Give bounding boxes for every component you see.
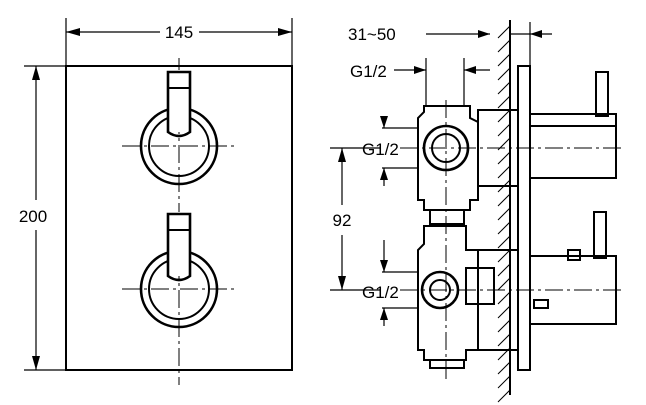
lower-handle: [139, 212, 219, 329]
wall-hatch-line: [497, 123, 511, 137]
wall-hatch-line: [497, 221, 511, 235]
cover-plate-side: [517, 65, 531, 371]
wall-hatch-line: [497, 95, 511, 109]
wall-hatch-line: [497, 207, 511, 221]
lower-handle-side: [529, 211, 617, 325]
upper-valve-body: [417, 105, 519, 225]
wall-hatch-line: [497, 67, 511, 81]
wall-hatch-line: [497, 193, 511, 207]
dimension-width: 145: [65, 18, 293, 66]
dimension-thread-upper-label: G1/2: [362, 140, 399, 159]
wall-hatch-line: [497, 291, 511, 305]
wall-hatch-line: [497, 235, 511, 249]
upper-handle: [139, 70, 219, 186]
wall-hatch-line: [497, 263, 511, 277]
dimension-height-label: 200: [19, 207, 47, 226]
dimension-thread-top-label: G1/2: [350, 62, 387, 81]
side-view: 31~50 G1/2 G1/2: [330, 20, 622, 403]
wall-hatch-line: [497, 109, 511, 123]
wall-hatch-line: [497, 333, 511, 347]
dimension-height: 200: [19, 65, 66, 371]
dimension-spacing-label: 92: [333, 211, 352, 230]
wall-hatch-line: [497, 81, 511, 95]
wall-hatch-line: [497, 277, 511, 291]
wall-hatch-line: [497, 361, 511, 375]
lower-valve-body: [417, 225, 519, 369]
upper-handle-side: [529, 71, 617, 179]
dimension-thread-upper: G1/2: [362, 116, 418, 186]
wall-hatch-line: [497, 319, 511, 333]
wall-hatch-line: [497, 165, 511, 179]
dimension-spacing: 92: [330, 147, 380, 291]
dimension-depth-label: 31~50: [348, 25, 396, 44]
wall-hatch-line: [497, 305, 511, 319]
wall-hatch-line: [497, 25, 511, 39]
wall-hatch-line: [497, 53, 511, 67]
wall-hatch-line: [497, 249, 511, 263]
wall-hatch-line: [497, 389, 511, 403]
front-view: 145 200: [19, 18, 293, 385]
wall-hatch-line: [497, 375, 511, 389]
dimension-thread-top: G1/2: [350, 58, 490, 106]
wall-hatch-line: [497, 151, 511, 165]
wall: [497, 20, 511, 403]
dimension-width-label: 145: [165, 23, 193, 42]
wall-hatch-line: [497, 39, 511, 53]
dimension-thread-lower: G1/2: [362, 240, 418, 326]
dimension-thread-lower-label: G1/2: [362, 283, 399, 302]
dimension-depth: 31~50: [348, 22, 552, 66]
